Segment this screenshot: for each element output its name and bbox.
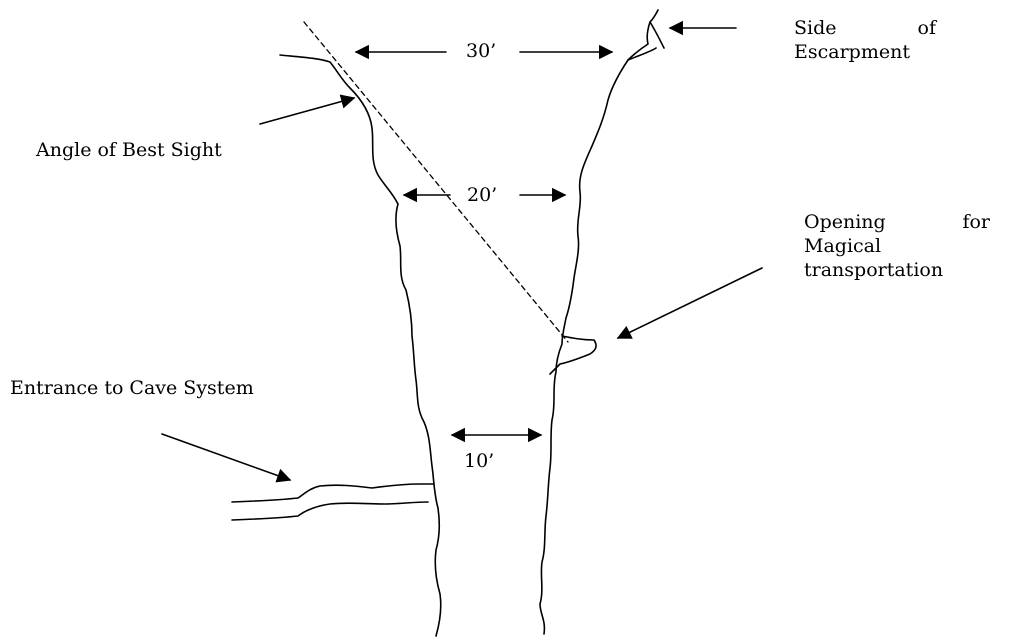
ravine-left-wall (279, 54, 442, 637)
label-magical-opening: Opening for Magical transportation (804, 210, 990, 282)
label-side-of-escarpment-word1: Side (794, 17, 837, 39)
label-side-of-escarpment-line2: Escarpment (794, 41, 910, 63)
escarpment-top-edge (627, 9, 665, 61)
label-entrance-to-cave-system: Entrance to Cave System (10, 377, 254, 399)
dim-20-label: 20’ (467, 184, 498, 206)
magical-opening-notch (549, 335, 597, 375)
cave-entrance-upper-wall (231, 483, 435, 503)
label-magical-opening-word1: Opening (804, 211, 886, 233)
line-of-sight-dashed (303, 21, 569, 343)
label-angle-of-best-sight: Angle of Best Sight (36, 139, 222, 161)
label-magical-opening-line3: transportation (804, 259, 944, 281)
label-side-of-escarpment-word2: of (917, 17, 936, 39)
dim-10-label: 10’ (464, 450, 495, 472)
label-side-of-escarpment: Side of Escarpment (794, 16, 936, 64)
label-magical-opening-line2: Magical (804, 235, 882, 257)
callout-arrow-angle-of-best-sight (259, 94, 356, 125)
dim-30-label: 30’ (466, 40, 497, 62)
label-magical-opening-word2: for (962, 211, 990, 233)
ravine-right-wall (539, 47, 657, 635)
cave-entrance-lower-wall (231, 501, 429, 521)
callout-arrow-cave-entrance (161, 433, 292, 483)
callout-arrow-magical-opening (616, 267, 763, 339)
